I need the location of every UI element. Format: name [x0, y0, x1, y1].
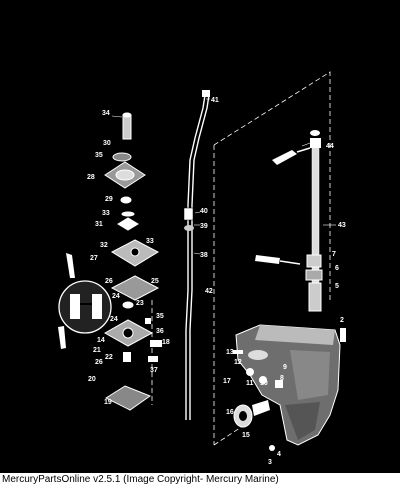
callout-40: 40	[200, 208, 208, 215]
shift-rod-cap	[202, 90, 210, 97]
callout-10: 10	[260, 380, 268, 387]
callout-43: 43	[338, 222, 346, 229]
callout-39: 39	[200, 223, 208, 230]
water-pump-assembly	[103, 112, 160, 411]
gearcase-fittings	[233, 328, 346, 451]
callout-15: 15	[242, 432, 250, 439]
parts-diagram: 41 34 30 35 44 28 29 40 33 31 39 43 33 3…	[0, 0, 400, 473]
callout-9: 9	[283, 364, 287, 371]
callout-29: 29	[105, 196, 113, 203]
callout-3: 3	[268, 459, 272, 466]
exploded-view-svg: 41 34 30 35 44 28 29 40 33 31 39 43 33 3…	[58, 71, 346, 466]
pump-bolts	[123, 318, 162, 362]
callout-35b: 35	[156, 313, 164, 320]
callout-17: 17	[223, 378, 231, 385]
callout-labels: 41 34 30 35 44 28 29 40 33 31 39 43 33 3…	[87, 97, 346, 466]
callout-44: 44	[326, 143, 334, 150]
callout-24b: 24	[110, 316, 118, 323]
shift-rod	[185, 94, 210, 420]
callout-32: 32	[100, 242, 108, 249]
callout-25: 25	[151, 278, 159, 285]
callout-22: 22	[105, 354, 113, 361]
phantom-lines	[151, 71, 331, 446]
callout-31: 31	[95, 221, 103, 228]
leader-lines	[111, 98, 336, 255]
callout-37: 37	[150, 367, 158, 374]
tube-icon-mid	[255, 255, 301, 265]
callout-30: 30	[103, 140, 111, 147]
callout-11: 11	[246, 380, 254, 387]
callout-16: 16	[226, 409, 234, 416]
callout-8: 8	[280, 375, 284, 382]
callout-42: 42	[205, 288, 213, 295]
tube-icon-top	[272, 147, 311, 165]
shift-coupler-40	[183, 207, 194, 221]
callout-33b: 33	[146, 238, 154, 245]
callout-21: 21	[93, 347, 101, 354]
image-caption: MercuryPartsOnline v2.5.1 (Image Copyrig…	[2, 474, 279, 485]
callout-18: 18	[162, 339, 170, 346]
callout-24a: 24	[112, 293, 120, 300]
callout-12: 12	[234, 359, 242, 366]
seal-carrier-15	[233, 400, 270, 428]
detail-inset	[58, 280, 112, 334]
callout-41: 41	[211, 97, 219, 104]
driveshaft-parts	[305, 254, 323, 312]
bushing-39	[184, 225, 194, 231]
callout-26: 26	[105, 278, 113, 285]
callout-27: 27	[90, 255, 98, 262]
callout-38: 38	[200, 252, 208, 259]
callout-20: 20	[88, 376, 96, 383]
callout-5: 5	[335, 283, 339, 290]
callout-2: 2	[340, 317, 344, 324]
callout-14: 14	[97, 337, 105, 344]
callout-36: 36	[156, 328, 164, 335]
callout-19: 19	[104, 399, 112, 406]
callout-28: 28	[87, 174, 95, 181]
callout-7: 7	[332, 251, 336, 258]
gearcase-housing	[235, 324, 341, 446]
tube-icon-inset-top	[66, 253, 75, 278]
callout-33a: 33	[102, 210, 110, 217]
callout-13: 13	[226, 349, 234, 356]
callout-23: 23	[136, 300, 144, 307]
callout-34: 34	[102, 110, 110, 117]
tube-icon-inset-bottom	[58, 326, 66, 349]
callout-26b: 26	[95, 359, 103, 366]
callout-4: 4	[277, 451, 281, 458]
callout-35a: 35	[95, 152, 103, 159]
callout-6: 6	[335, 265, 339, 272]
